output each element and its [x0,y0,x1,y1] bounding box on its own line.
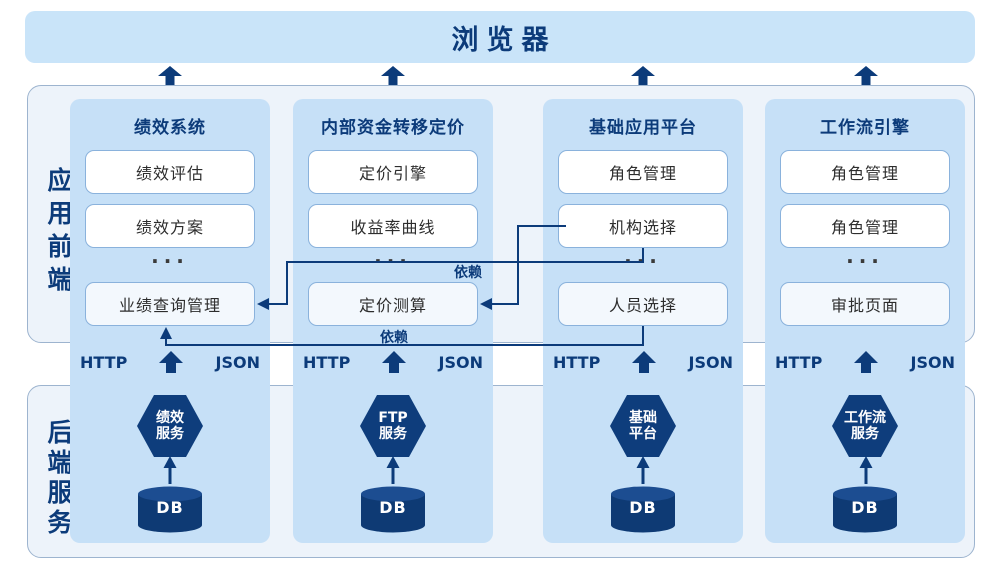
up-arrow-icon [158,66,182,85]
frontend-panel-label: 应用前端 [44,167,73,299]
column-title: 内部资金转移定价 [321,118,465,138]
protocol-row: HTTP JSON [70,349,270,375]
ellipsis-dots: ··· [624,249,662,273]
module-box: 角色管理 [780,150,950,194]
module-box: 业绩查询管理 [85,282,255,326]
http-label: HTTP [303,352,351,372]
db-label: DB [156,498,184,517]
module-box: 人员选择 [558,282,728,326]
ellipsis-dots: ··· [846,249,884,273]
up-arrow-icon [632,351,657,373]
up-arrow-icon [631,66,655,85]
column-title: 基础应用平台 [589,118,697,138]
module-box: 机构选择 [558,204,728,248]
backend-panel-label: 后端服务 [44,419,73,539]
browser-bar-label: 浏览器 [451,24,557,56]
column-title: 绩效系统 [134,118,206,138]
db-label: DB [379,498,407,517]
hexagon-icon [610,395,676,457]
service-name: 工作流 服务 [844,410,886,442]
json-label: JSON [215,352,260,372]
database-icon [138,486,202,533]
hexagon-icon [832,395,898,457]
service-hexagon: 基础 平台 [610,395,676,457]
module-box: 收益率曲线 [308,204,478,248]
service-hexagon: 绩效 服务 [137,395,203,457]
column-base-platform: 基础应用平台 角色管理 机构选择 ··· 人员选择 HTTP JSON 基础 平… [543,99,743,543]
dependency-label: 依赖 [380,330,408,346]
column-performance-system: 绩效系统 绩效评估 绩效方案 ··· 业绩查询管理 HTTP JSON 绩效 服… [70,99,270,543]
module-box: 绩效方案 [85,204,255,248]
protocol-row: HTTP JSON [765,349,965,375]
service-hexagon: 工作流 服务 [832,395,898,457]
module-box: 定价测算 [308,282,478,326]
service-name: FTP 服务 [378,410,408,442]
json-label: JSON [910,352,955,372]
db-cylinder: DB [833,486,897,533]
column-transfer-pricing: 内部资金转移定价 定价引擎 收益率曲线 ··· 定价测算 HTTP JSON F… [293,99,493,543]
module-box: 角色管理 [780,204,950,248]
http-label: HTTP [775,352,823,372]
hexagon-icon [137,395,203,457]
up-arrow-icon [381,66,405,85]
http-label: HTTP [80,352,128,372]
http-label: HTTP [553,352,601,372]
module-box: 绩效评估 [85,150,255,194]
column-title: 工作流引擎 [820,118,910,138]
service-name: 绩效 服务 [156,410,184,442]
dependency-label: 依赖 [454,265,482,281]
json-label: JSON [688,352,733,372]
up-arrow-icon [382,351,407,373]
service-name: 基础 平台 [629,410,657,442]
browser-bar: 浏览器 [25,11,975,63]
module-box: 审批页面 [780,282,950,326]
database-icon [833,486,897,533]
ellipsis-dots: ··· [151,249,189,273]
up-arrow-icon [854,351,879,373]
protocol-row: HTTP JSON [293,349,493,375]
db-label: DB [851,498,879,517]
database-icon [361,486,425,533]
db-cylinder: DB [138,486,202,533]
db-cylinder: DB [361,486,425,533]
json-label: JSON [438,352,483,372]
db-label: DB [629,498,657,517]
hexagon-icon [360,395,426,457]
service-hexagon: FTP 服务 [360,395,426,457]
module-box: 角色管理 [558,150,728,194]
protocol-row: HTTP JSON [543,349,743,375]
database-icon [611,486,675,533]
up-arrow-icon [159,351,184,373]
up-arrow-icon [854,66,878,85]
column-workflow-engine: 工作流引擎 角色管理 角色管理 ··· 审批页面 HTTP JSON 工作流 服… [765,99,965,543]
module-box: 定价引擎 [308,150,478,194]
db-cylinder: DB [611,486,675,533]
